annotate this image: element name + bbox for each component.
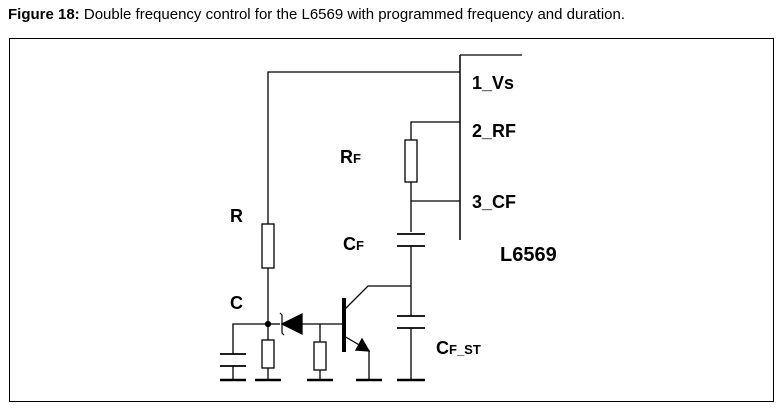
transistor [342,285,411,382]
ic-outline [459,54,522,240]
label-c: C [230,293,243,313]
diode [268,312,342,336]
resistor-base-ground [313,341,327,371]
label-r: R [230,206,243,226]
capacitor-cf [397,233,425,247]
label-rf: RF [340,147,361,167]
figure-number: Figure 18: [8,6,80,23]
wire-vs [267,71,460,224]
capacitor-c [220,353,246,367]
figure-frame [9,38,774,402]
resistor-node-ground [261,339,275,369]
figure-title: Double frequency control for the L6569 w… [79,6,626,23]
ic-name-label: L6569 [500,244,557,266]
rf-branch [404,121,460,232]
label-cfst: CF_ST [436,338,481,358]
pin-1-label: 1_Vs [472,73,514,93]
resistor-rf [404,139,418,183]
figure-caption: Figure 18: Double frequency control for … [8,6,625,23]
resistor-r [261,223,275,269]
pin-3-label: 3_CF [472,192,516,212]
capacitor-cfst [397,315,425,329]
label-cf: CF [343,234,364,254]
pin-2-label: 2_RF [472,121,516,141]
